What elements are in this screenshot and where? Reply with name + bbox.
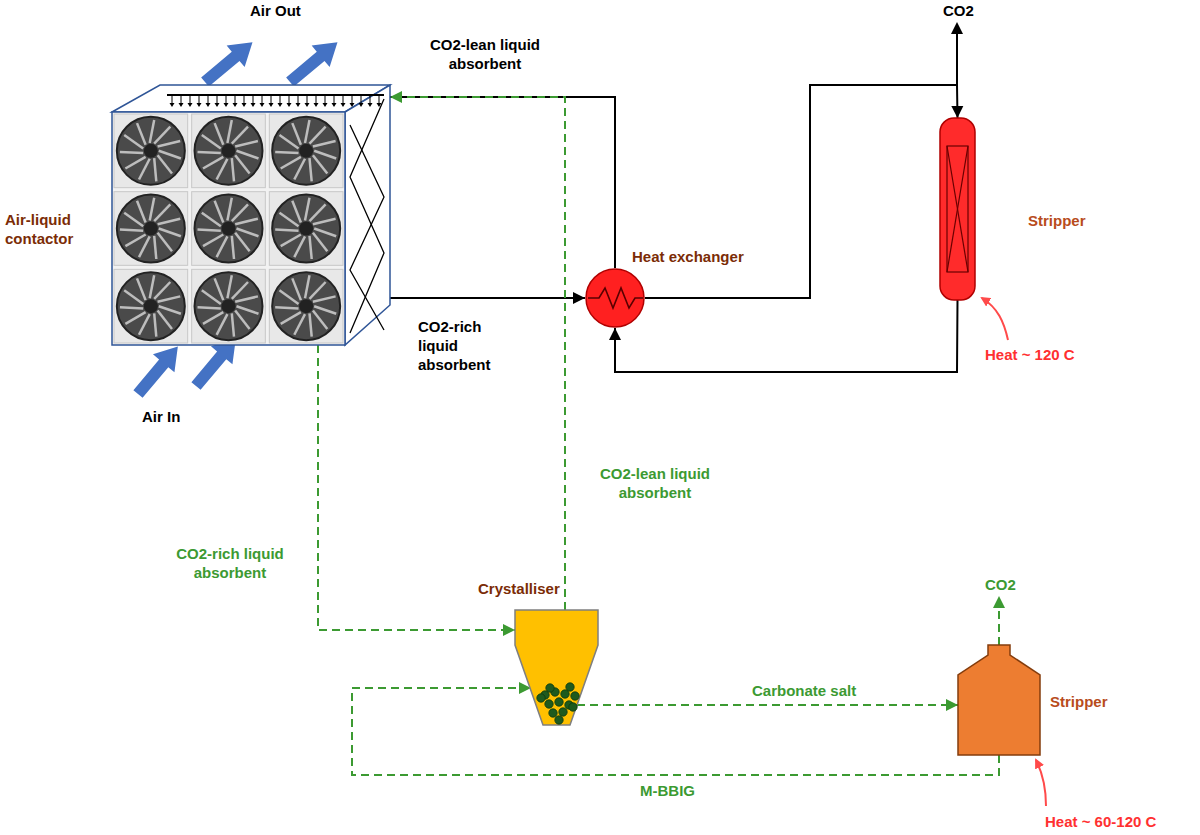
flow-line bbox=[645, 85, 963, 298]
crystalliser: Crystalliser bbox=[515, 610, 598, 725]
flow-line bbox=[609, 300, 958, 372]
annotation: CO2 bbox=[985, 576, 1016, 595]
annotation: Air Out bbox=[250, 2, 301, 21]
node-label: Crystalliser bbox=[478, 580, 560, 599]
flow-line bbox=[577, 699, 958, 711]
stripper-column-shape bbox=[940, 118, 975, 300]
air-liquid-contactor: Air-liquid contactor bbox=[112, 85, 390, 345]
node-label: Stripper bbox=[1050, 693, 1108, 712]
flow-line bbox=[390, 97, 615, 268]
stripper-vessel: Stripper bbox=[958, 645, 1040, 755]
node-label: Stripper bbox=[1028, 212, 1086, 231]
node-label: Air-liquid contactor bbox=[5, 211, 100, 249]
flow-line bbox=[390, 292, 585, 304]
stripper-vessel-shape bbox=[958, 645, 1040, 755]
flow-label: CO2-lean liquid absorbent bbox=[410, 36, 560, 74]
node-label: Heat exchanger bbox=[632, 248, 744, 267]
annotation: Heat ~ 120 C bbox=[985, 346, 1075, 365]
flow-label: M-BBIG bbox=[640, 782, 695, 801]
flow-line bbox=[352, 682, 999, 775]
heat-exchanger: Heat exchanger bbox=[585, 268, 645, 328]
co2-outlet bbox=[951, 22, 1005, 645]
annotation: Air In bbox=[142, 408, 180, 427]
crystalliser-shape bbox=[515, 610, 598, 725]
air-liquid-contactor-shape bbox=[112, 85, 390, 345]
flow-label: CO2-lean liquid absorbent bbox=[580, 465, 730, 503]
flow-line bbox=[390, 91, 565, 610]
flow-label: CO2-rich liquid absorbent bbox=[150, 545, 310, 583]
annotation: Heat ~ 60-120 C bbox=[1045, 813, 1156, 832]
flow-label: Carbonate salt bbox=[752, 682, 856, 701]
flow-label: CO2-rich liquid absorbent bbox=[418, 318, 513, 374]
heat-exchanger-shape bbox=[585, 268, 645, 328]
annotation: CO2 bbox=[943, 2, 974, 21]
stripper-column: Stripper bbox=[940, 118, 975, 300]
